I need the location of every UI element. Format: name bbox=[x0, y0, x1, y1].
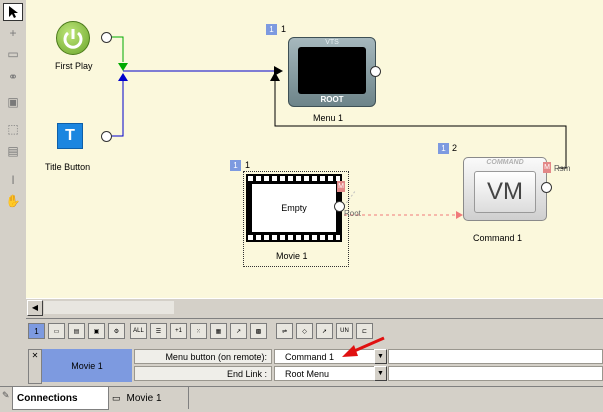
view-film-icon[interactable]: ▭ bbox=[48, 323, 65, 339]
add-script-icon[interactable]: ▤ bbox=[7, 144, 19, 158]
view-menu-icon[interactable]: ▤ bbox=[68, 323, 85, 339]
tab-movie-1-label: Movie 1 bbox=[126, 392, 162, 404]
title-button-icon: T bbox=[65, 127, 75, 144]
select-region-icon[interactable]: ⬚ bbox=[7, 122, 19, 136]
add-menu-icon[interactable]: ▭ bbox=[7, 47, 19, 61]
property-label-end-link: End Link : bbox=[134, 366, 272, 381]
command-port-label: Rsm bbox=[554, 164, 571, 173]
command-port[interactable] bbox=[541, 182, 552, 193]
unlink-button[interactable]: UN bbox=[336, 323, 353, 339]
menu-number: 1 bbox=[281, 24, 287, 34]
tab-connections[interactable]: Connections bbox=[12, 387, 109, 410]
property-label-menu-button: Menu button (on remote): bbox=[134, 349, 272, 364]
property-extra-cell bbox=[388, 349, 603, 364]
view-tree-icon[interactable]: ⚙ bbox=[108, 323, 125, 339]
property-value-end-link[interactable]: Root Menu bbox=[274, 366, 376, 381]
text-tool-icon[interactable]: I bbox=[11, 173, 15, 187]
selected-object-name: Movie 1 bbox=[42, 349, 132, 382]
view-slides-icon[interactable]: ▣ bbox=[88, 323, 105, 339]
scroll-track[interactable] bbox=[44, 301, 174, 314]
command-badge: 1 bbox=[438, 143, 449, 154]
movie-node[interactable]: Empty bbox=[246, 174, 342, 242]
command-number: 2 bbox=[452, 143, 458, 153]
end-link-dropdown-icon[interactable]: ▼ bbox=[374, 366, 387, 381]
property-extra-cell bbox=[388, 366, 603, 381]
disabled-tool-icon: ▩ bbox=[250, 323, 267, 339]
menu-button-dropdown-icon[interactable]: ▼ bbox=[374, 349, 387, 364]
add-one-button[interactable]: +1 bbox=[170, 323, 187, 339]
movie-marker-badge: M bbox=[337, 181, 345, 192]
movie-content: Empty bbox=[252, 184, 336, 232]
menu-node[interactable]: VTS ROOT bbox=[288, 37, 376, 107]
menu-badge: 1 bbox=[266, 24, 277, 35]
movie-selection-box bbox=[243, 171, 349, 267]
menu-label: Menu 1 bbox=[313, 113, 344, 123]
link-arrow-icon[interactable]: ↗ bbox=[230, 323, 247, 339]
command-label: Command 1 bbox=[473, 233, 523, 243]
condition-icon[interactable]: ◇ bbox=[296, 323, 313, 339]
power-icon bbox=[63, 29, 83, 49]
menu-tv-top-label: VTS bbox=[325, 39, 339, 46]
movie-tab-icon: ▭ bbox=[112, 392, 121, 403]
title-button-node[interactable]: T bbox=[57, 123, 83, 149]
page-number-button[interactable]: 1 bbox=[28, 323, 45, 339]
movie-link-label: Root bbox=[344, 209, 361, 218]
title-button-label: Title Button bbox=[45, 162, 91, 172]
first-play-node[interactable] bbox=[56, 21, 90, 55]
jump-icon[interactable]: ➚ bbox=[316, 323, 333, 339]
connections-canvas[interactable]: First Play T Title Button 1 1 VTS ROOT M… bbox=[26, 0, 603, 298]
scroll-left-arrow-icon[interactable]: ◀ bbox=[27, 300, 43, 316]
film-perforations-top bbox=[248, 176, 340, 181]
menu-port[interactable] bbox=[370, 66, 381, 77]
bottom-toolbar: 1 ▭ ▤ ▣ ⚙ ALL ☰ +1 ⁙ ▦ ↗ ▩ ⇌ ◇ ➚ UN ⊏ bbox=[26, 318, 603, 345]
title-button-port[interactable] bbox=[101, 131, 112, 142]
selection-arrow-icon[interactable] bbox=[3, 3, 23, 21]
command-header: COMMAND bbox=[486, 159, 524, 166]
movie-badge: 1 bbox=[230, 160, 241, 171]
dots-icon[interactable]: ⁙ bbox=[190, 323, 207, 339]
movie-port[interactable] bbox=[334, 201, 345, 212]
vm-logo-icon: VM bbox=[474, 171, 536, 213]
menu-screen bbox=[298, 47, 366, 94]
first-play-port[interactable] bbox=[101, 32, 112, 43]
close-properties-icon[interactable]: ✕ bbox=[28, 349, 42, 384]
command-marker-badge: M bbox=[543, 162, 551, 173]
command-node[interactable]: COMMAND VM bbox=[463, 157, 547, 221]
grid-icon[interactable]: ▦ bbox=[210, 323, 227, 339]
select-all-button[interactable]: ALL bbox=[130, 323, 147, 339]
list-view-icon[interactable]: ☰ bbox=[150, 323, 167, 339]
add-slideshow-icon[interactable]: ⚭ bbox=[7, 70, 19, 84]
tab-bar-icon: ✎ bbox=[2, 390, 10, 400]
movie-number: 1 bbox=[245, 160, 251, 170]
add-connection-icon[interactable]: + bbox=[9, 26, 17, 40]
add-movie-icon[interactable]: ▣ bbox=[7, 95, 19, 109]
plugin-icon[interactable]: ⊏ bbox=[356, 323, 373, 339]
tab-movie-1[interactable]: ▭ Movie 1 bbox=[108, 387, 189, 409]
tab-connections-label: Connections bbox=[17, 392, 78, 404]
menu-tv-bottom-label: ROOT bbox=[320, 95, 344, 104]
first-play-label: First Play bbox=[55, 61, 93, 71]
annotation-arrow-icon bbox=[342, 336, 385, 357]
tool-palette: + ▭ ⚭ ▣ ⬚ ▤ I ✋ bbox=[0, 0, 27, 298]
horizontal-scrollbar[interactable]: ◀ bbox=[26, 298, 603, 316]
movie-label: Movie 1 bbox=[276, 251, 308, 261]
align-icon[interactable]: ⇌ bbox=[276, 323, 293, 339]
tab-bar: ✎ Connections ▭ Movie 1 bbox=[0, 386, 603, 412]
connection-lines bbox=[110, 36, 567, 219]
film-perforations-bottom bbox=[248, 235, 340, 240]
hand-tool-icon[interactable]: ✋ bbox=[5, 194, 21, 208]
